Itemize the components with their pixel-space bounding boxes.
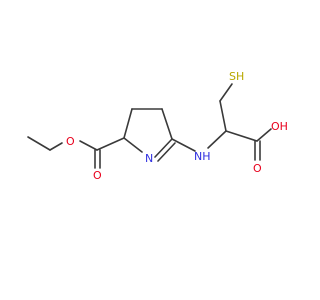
bond-carbonyl-ring bbox=[96, 137, 125, 151]
atom-oxygen-hydroxyl: OH bbox=[271, 120, 288, 133]
bond-ring-c2-n-a bbox=[154, 138, 173, 158]
bond-o-carbonyl-c bbox=[79, 140, 98, 151]
atom-sulfur-thiol: SH bbox=[229, 70, 244, 83]
atom-oxygen-ester-ether: O bbox=[66, 135, 75, 148]
bonds bbox=[27, 83, 272, 169]
bond-nh-alpha bbox=[207, 130, 227, 149]
atom-nitrogen-amine: NH bbox=[194, 150, 211, 163]
bond-alpha-cooh bbox=[225, 130, 258, 142]
bond-ring-c3-c2 bbox=[161, 108, 173, 140]
structure-diagram: SH OH O NH N O O bbox=[27, 70, 288, 182]
bond-alpha-ch2 bbox=[219, 100, 227, 132]
bond-ring-c5-n bbox=[123, 137, 143, 153]
bond-ethyl-o bbox=[49, 142, 63, 151]
bond-c2-nh bbox=[171, 138, 196, 152]
bond-cooh-oh bbox=[256, 128, 272, 142]
bond-ch2-s bbox=[219, 83, 233, 102]
bond-ring-c5-c4 bbox=[123, 108, 133, 139]
atom-nitrogen-ring: N bbox=[145, 152, 153, 165]
bond-ethyl-ch3 bbox=[27, 136, 51, 151]
molecule-canvas: SH OH O NH N O O bbox=[27, 70, 288, 182]
bond-ring-c2-n-b bbox=[157, 142, 176, 162]
atom-oxygen-carboxyl: O bbox=[253, 162, 262, 175]
atom-oxygen-ester-carbonyl: O bbox=[93, 169, 102, 182]
